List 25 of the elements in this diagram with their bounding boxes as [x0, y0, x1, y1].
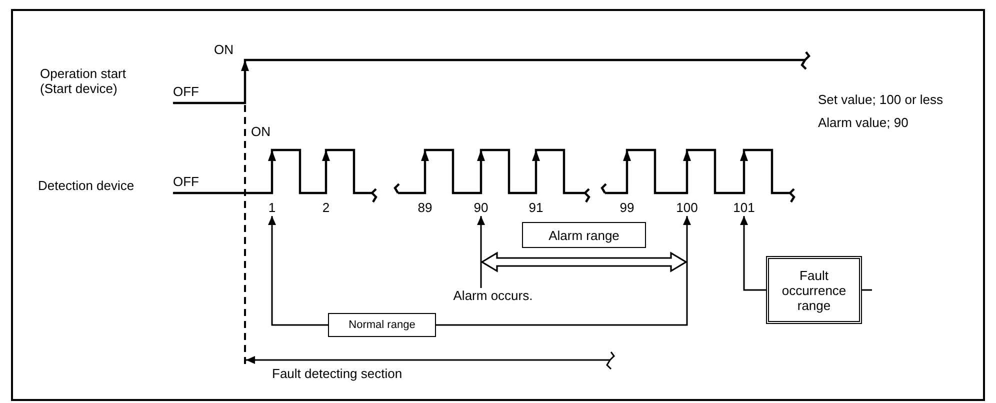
state-label: OFF — [173, 174, 199, 189]
range-label-box: Alarm range — [522, 222, 646, 248]
note-text: Alarm value; 90 — [818, 115, 908, 130]
annotation-text: Alarm occurs. — [438, 288, 548, 303]
leader-arrow — [268, 216, 328, 326]
double-bordered-box: Fault occurrence range — [766, 256, 862, 324]
state-label: ON — [214, 42, 234, 57]
pulse-number: 2 — [321, 200, 331, 215]
leader-arrow — [436, 216, 691, 326]
signal-label: Detection device — [38, 178, 134, 193]
leader-arrow — [477, 216, 485, 288]
section-label: Fault detecting section — [272, 366, 402, 381]
state-label: OFF — [173, 84, 199, 99]
pulse-number: 1 — [262, 200, 282, 215]
leader-arrow — [740, 216, 766, 291]
pulse-number: 90 — [469, 200, 493, 215]
pulse-number: 99 — [618, 200, 636, 215]
signal-label: Operation start (Start device) — [40, 66, 127, 96]
range-label-box: Normal range — [328, 313, 436, 337]
pulse-number: 100 — [672, 200, 702, 215]
state-label: ON — [251, 124, 270, 139]
pulse-number: 89 — [416, 200, 434, 215]
pulse-number: 91 — [528, 200, 544, 215]
pulse-number: 101 — [729, 200, 759, 215]
note-text: Set value; 100 or less — [818, 92, 944, 107]
